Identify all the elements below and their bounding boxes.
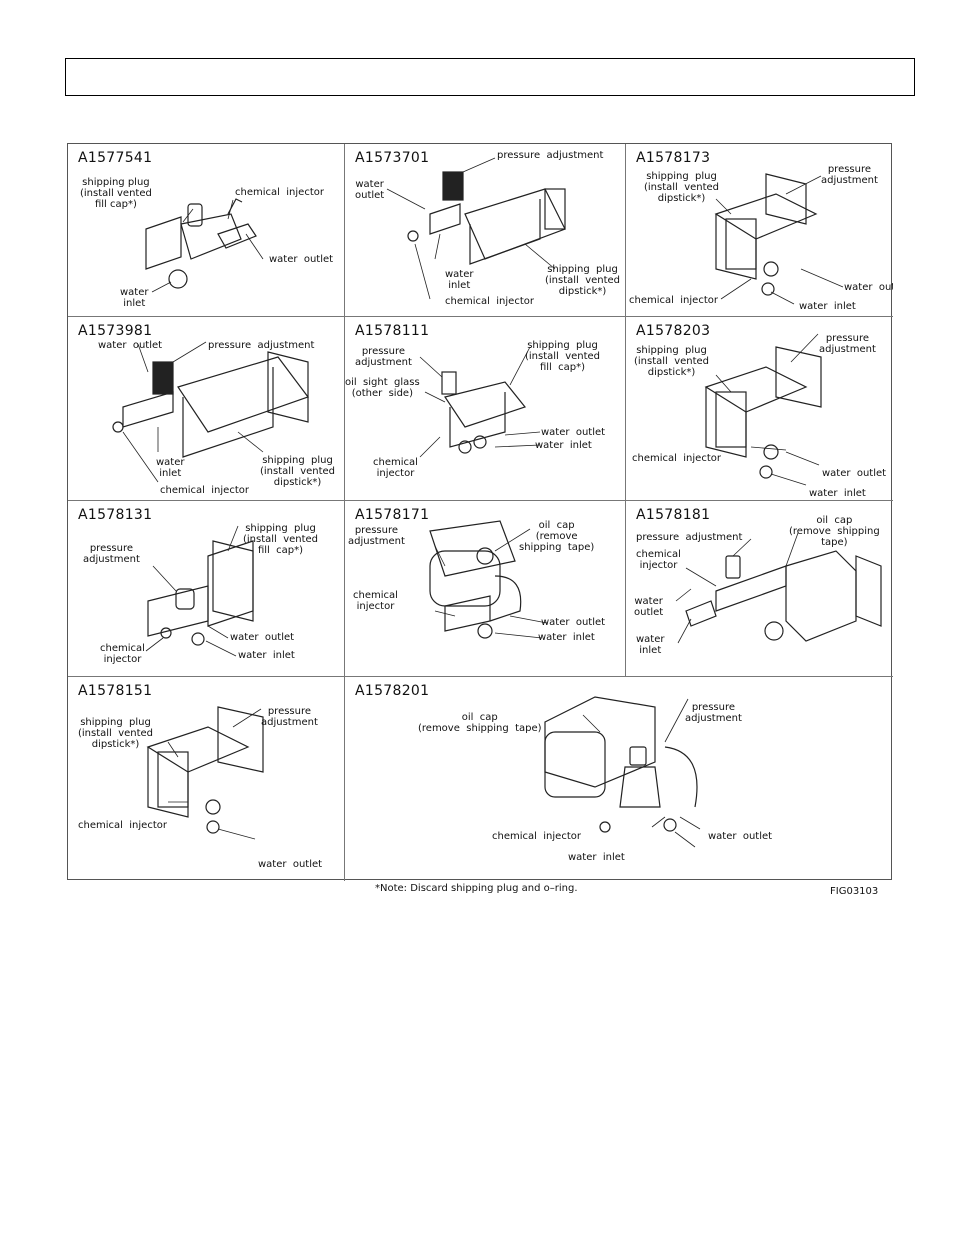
- label-chemical-injector: chemical injector: [636, 549, 681, 571]
- label-chemical-injector: chemical injector: [235, 187, 324, 198]
- label-water-inlet: water inlet: [445, 269, 474, 291]
- label-water-outlet: water outlet: [269, 254, 334, 265]
- model-number: A1578173: [636, 150, 711, 166]
- label-water-inlet: water inlet: [156, 457, 185, 479]
- model-number: A1578111: [355, 323, 430, 339]
- model-number: A1578203: [636, 323, 711, 339]
- label-water-inlet: water inlet: [535, 440, 592, 451]
- pump-illustration: [544, 696, 701, 848]
- cell-a1573981: A1573981 water outlet pressure adjustmen…: [68, 317, 345, 501]
- pump-illustration: [429, 520, 548, 639]
- label-pressure-adjustment: pressure adjustment: [819, 333, 876, 355]
- label-shipping-plug: shipping plug (install vented fill cap*): [80, 177, 152, 210]
- label-chemical-injector: chemical injector: [78, 820, 167, 831]
- pump-illustration: [112, 341, 309, 483]
- cell-a1578171: A1578171 oil cap (remove shipping tape) …: [345, 501, 626, 677]
- model-number: A1578151: [78, 683, 153, 699]
- label-shipping-plug: shipping plug (install vented dipstick*): [78, 717, 154, 750]
- label-chemical-injector: chemical injector: [445, 296, 534, 307]
- label-water-outlet: water outlet: [258, 859, 323, 870]
- label-water-outlet: water outlet: [634, 596, 664, 618]
- cell-a1577541: A1577541 shipping plug (install vented f…: [68, 144, 345, 317]
- cell-a1578181: A1578181 oil cap (remove shipping tape) …: [626, 501, 893, 677]
- label-water-outlet: water outlet: [541, 617, 606, 628]
- label-oil-cap: oil cap (remove shipping tape): [418, 712, 542, 734]
- label-shipping-plug: shipping plug (install vented dipstick*): [634, 345, 710, 378]
- pump-illustration: [419, 346, 541, 458]
- label-oil-cap: oil cap (remove shipping tape): [789, 515, 880, 548]
- figure-id: FIG03103: [830, 886, 879, 897]
- pump-illustration: [675, 532, 882, 644]
- pump-illustration: [146, 706, 264, 840]
- label-water-inlet: water inlet: [120, 287, 149, 309]
- label-water-outlet: water outlet: [844, 282, 893, 293]
- pump-illustration: [386, 157, 566, 300]
- model-number: A1578171: [355, 507, 430, 523]
- label-water-outlet: water outlet: [355, 179, 385, 201]
- label-chemical-injector: chemical injector: [629, 295, 718, 306]
- label-water-inlet: water inlet: [568, 852, 625, 863]
- model-number: A1573701: [355, 150, 430, 166]
- pump-illustration: [704, 333, 822, 486]
- header-box: [65, 58, 915, 96]
- label-pressure-adjustment: pressure adjustment: [497, 150, 604, 161]
- model-number: A1573981: [78, 323, 153, 339]
- label-pressure-adjustment: pressure adjustment: [685, 702, 742, 724]
- model-number: A1578131: [78, 507, 153, 523]
- label-chemical-injector: chemical injector: [632, 453, 721, 464]
- label-chemical-injector: chemical injector: [373, 457, 418, 479]
- label-chemical-injector: chemical injector: [100, 643, 145, 665]
- model-number: A1578181: [636, 507, 711, 523]
- label-pressure-adjustment: pressure adjustment: [83, 543, 140, 565]
- label-water-outlet: water outlet: [822, 468, 887, 479]
- label-water-inlet: water inlet: [809, 488, 866, 499]
- cell-a1573701: A1573701 pressure adjustment water outle…: [345, 144, 626, 317]
- label-water-inlet: water inlet: [636, 634, 665, 656]
- label-pressure-adjustment: pressure adjustment: [261, 706, 318, 728]
- cell-a1578201: A1578201 oil cap (remove shipping tape) …: [345, 677, 893, 881]
- cell-a1578203: A1578203 pressure adjustment shipping pl…: [626, 317, 893, 501]
- label-water-inlet: water inlet: [799, 301, 856, 312]
- cell-a1578111: A1578111 pressure adjustment shipping pl…: [345, 317, 626, 501]
- label-oil-sight-glass: oil sight glass (other side): [345, 377, 420, 399]
- label-oil-cap: oil cap (remove shipping tape): [519, 520, 595, 553]
- pump-illustration: [145, 198, 264, 293]
- label-water-inlet: water inlet: [538, 632, 595, 643]
- label-shipping-plug: shipping plug (install vented fill cap*): [525, 340, 601, 373]
- label-water-outlet: water outlet: [98, 340, 163, 351]
- label-pressure-adjustment: pressure adjustment: [208, 340, 315, 351]
- label-pressure-adjustment: pressure adjustment: [636, 532, 743, 543]
- cell-a1578131: A1578131 shipping plug (install vented f…: [68, 501, 345, 677]
- label-shipping-plug: shipping plug (install vented dipstick*): [644, 171, 720, 204]
- label-pressure-adjustment: pressure adjustment: [821, 164, 878, 186]
- label-pressure-adjustment: pressure adjustment: [355, 346, 412, 368]
- model-number: A1578201: [355, 683, 430, 699]
- label-pressure-adjustment: pressure adjustment: [348, 525, 405, 547]
- label-water-outlet: water outlet: [541, 427, 606, 438]
- label-water-outlet: water outlet: [708, 831, 773, 842]
- model-number: A1577541: [78, 150, 153, 166]
- pump-illustration: [145, 525, 254, 657]
- label-chemical-injector: chemical injector: [492, 831, 581, 842]
- pump-identification-figure: A1577541 shipping plug (install vented f…: [67, 143, 893, 881]
- label-shipping-plug: shipping plug (install vented dipstick*): [545, 264, 621, 297]
- footnote: *Note: Discard shipping plug and o–ring.: [375, 883, 578, 894]
- label-shipping-plug: shipping plug (install vented fill cap*): [243, 523, 319, 556]
- label-water-outlet: water outlet: [230, 632, 295, 643]
- label-shipping-plug: shipping plug (install vented dipstick*): [260, 455, 336, 488]
- pump-illustration: [714, 173, 844, 305]
- cell-a1578173: A1578173 shipping plug (install vented d…: [626, 144, 893, 317]
- label-chemical-injector: chemical injector: [160, 485, 249, 496]
- label-chemical-injector: chemical injector: [353, 590, 398, 612]
- label-water-inlet: water inlet: [238, 650, 295, 661]
- cell-a1578151: A1578151 shipping plug (install vented d…: [68, 677, 345, 881]
